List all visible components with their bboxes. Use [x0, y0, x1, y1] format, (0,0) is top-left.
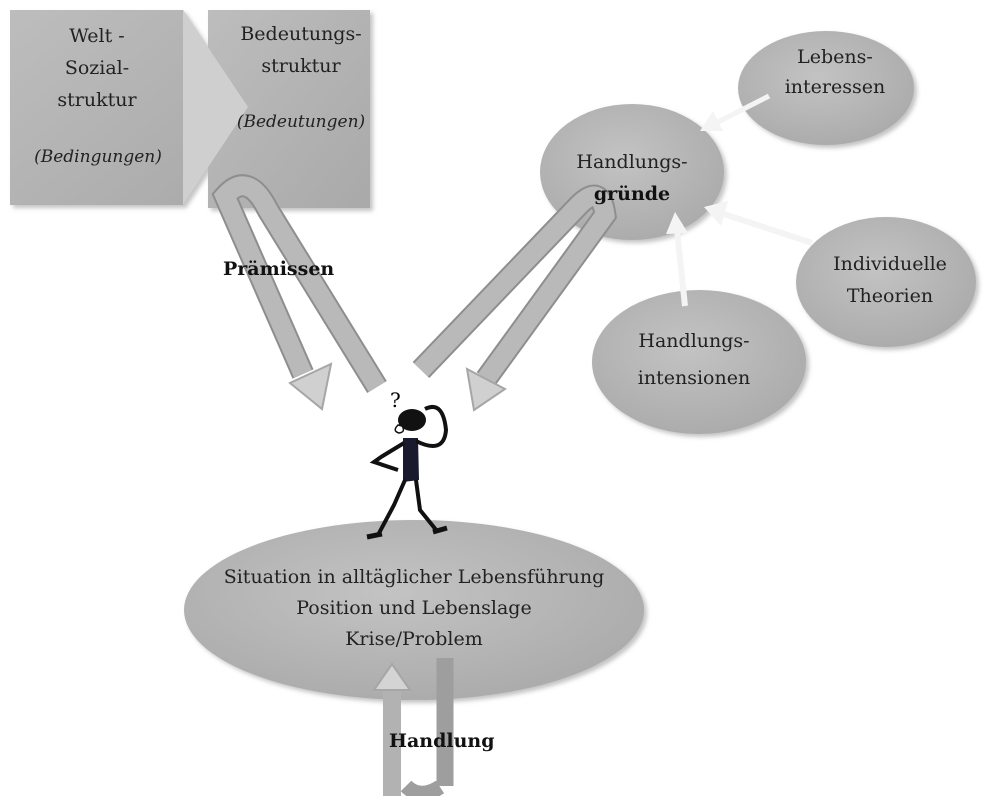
situation-ellipse	[184, 520, 644, 700]
situation-line3: Krise/Problem	[345, 628, 483, 650]
theorien-line1: Individuelle	[833, 253, 947, 275]
gruende-uturn-arrow	[412, 184, 617, 412]
intensionen-line1: Handlungs-	[638, 330, 749, 352]
gruende-line1: Handlungs-	[576, 151, 687, 173]
lebensinteressen-ellipse	[738, 31, 914, 145]
gruende-line2: gründe	[594, 183, 670, 205]
bedeutung-line1: Bedeutungs-	[240, 23, 361, 45]
arrow-lebensinteressen-to-gruende	[700, 93, 771, 131]
bedeutung-line3: (Bedeutungen)	[237, 112, 365, 132]
situation-line2: Position und Lebenslage	[296, 597, 531, 619]
bedeutung-line2: struktur	[261, 55, 341, 77]
intensionen-text: Handlungs- intensionen	[638, 330, 750, 389]
welt-box-text: Welt - Sozial- struktur (Bedingungen)	[34, 25, 162, 167]
lebensinteressen-line2: interessen	[785, 76, 886, 98]
arrow-theorien-to-gruende	[704, 201, 813, 246]
situation-line1: Situation in alltäglicher Lebensführung	[224, 566, 605, 588]
situation-text: Situation in alltäglicher Lebensführung …	[224, 566, 605, 650]
theorien-text: Individuelle Theorien	[833, 253, 947, 307]
intensionen-line2: intensionen	[638, 367, 750, 389]
welt-line1: Welt -	[69, 25, 124, 47]
welt-box-arrowhead-highlight	[183, 10, 248, 205]
praemissen-uturn-arrow	[211, 174, 387, 411]
lebensinteressen-line1: Lebens-	[797, 46, 873, 68]
handlung-label: Handlung	[389, 730, 495, 752]
arrow-intensionen-to-gruende	[666, 212, 688, 307]
handlung-loop-arrow	[372, 658, 454, 796]
welt-line3: struktur	[57, 89, 137, 111]
welt-line4: (Bedingungen)	[34, 147, 162, 167]
individuelle-theorien-ellipse	[796, 217, 976, 347]
bedeutung-box-text: Bedeutungs- struktur (Bedeutungen)	[237, 23, 365, 132]
question-mark: ?	[390, 388, 401, 412]
lebensinteressen-text: Lebens- interessen	[785, 46, 886, 98]
handlungsgruende-text: Handlungs- gründe	[576, 151, 687, 205]
welt-line2: Sozial-	[65, 57, 129, 79]
thinking-person-icon: ?	[366, 388, 449, 540]
theorien-line2: Theorien	[847, 285, 933, 307]
praemissen-label: Prämissen	[223, 258, 334, 280]
handlungsintensionen-ellipse	[592, 290, 806, 434]
